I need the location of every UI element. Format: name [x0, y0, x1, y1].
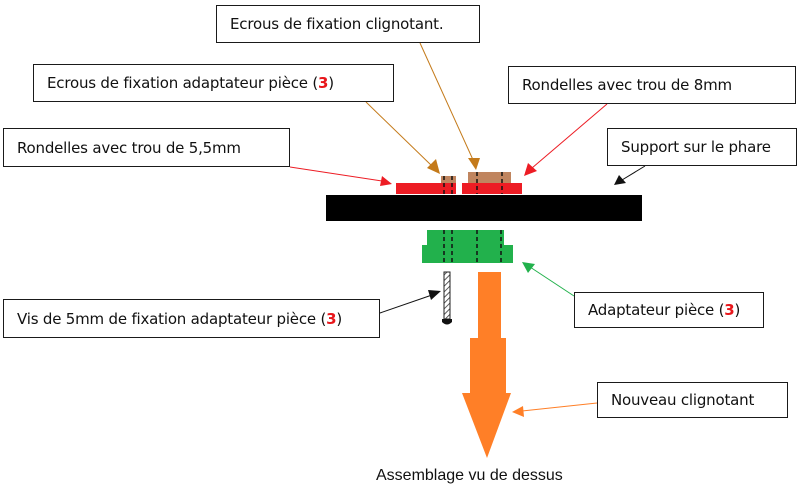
- leader-adaptateur: [522, 262, 575, 297]
- part-adapter: [422, 230, 513, 263]
- callout-rondelles-8mm: Rondelles avec trou de 8mm: [508, 66, 796, 104]
- callout-suffix: ): [336, 309, 343, 328]
- callout-text: Support sur le phare: [621, 138, 771, 156]
- reference-number: 3: [724, 301, 735, 319]
- screw-5mm: [442, 271, 452, 325]
- reference-number: 3: [318, 74, 329, 92]
- new-blinker: [462, 272, 511, 458]
- leader-ecrous-adaptateur: [365, 101, 440, 174]
- washer-5-5mm: [396, 183, 456, 194]
- washer-8mm: [462, 183, 522, 194]
- leader-rondelles-8: [524, 103, 608, 176]
- leader-support: [614, 165, 646, 185]
- leader-ecrous-clignotant: [419, 42, 480, 170]
- nut-blinker: [468, 172, 511, 183]
- callout-adaptateur-piece: Adaptateur pièce (3): [574, 292, 764, 328]
- callout-suffix: ): [734, 301, 741, 319]
- callout-text: Ecrous de fixation clignotant.: [230, 15, 444, 33]
- headlight-support: [326, 195, 642, 221]
- callout-suffix: ): [328, 74, 334, 92]
- leader-nouveau: [512, 402, 598, 417]
- bore-lines: [443, 172, 503, 263]
- leader-vis: [379, 290, 441, 314]
- nut-adapter: [441, 176, 456, 183]
- callout-nouveau-clignotant: Nouveau clignotant: [597, 382, 788, 418]
- diagram-caption: Assemblage vu de dessus: [376, 467, 563, 484]
- callout-rondelles-5-5mm: Rondelles avec trou de 5,5mm: [3, 128, 290, 167]
- callout-text: Nouveau clignotant: [611, 391, 755, 409]
- callout-text: Rondelles avec trou de 5,5mm: [17, 138, 241, 157]
- reference-number: 3: [326, 309, 337, 328]
- callout-text: Rondelles avec trou de 8mm: [522, 76, 732, 94]
- callout-support-phare: Support sur le phare: [607, 128, 797, 166]
- callout-ecrous-clignotant: Ecrous de fixation clignotant.: [216, 5, 480, 43]
- callout-text: Ecrous de fixation adaptateur pièce (: [47, 74, 319, 92]
- callout-text: Vis de 5mm de fixation adaptateur pièce …: [17, 309, 327, 328]
- callout-text: Adaptateur pièce (: [588, 301, 725, 319]
- leader-rondelles-55: [289, 166, 392, 186]
- callout-ecrous-adaptateur: Ecrous de fixation adaptateur pièce (3): [33, 64, 394, 102]
- callout-vis-5mm: Vis de 5mm de fixation adaptateur pièce …: [3, 299, 380, 338]
